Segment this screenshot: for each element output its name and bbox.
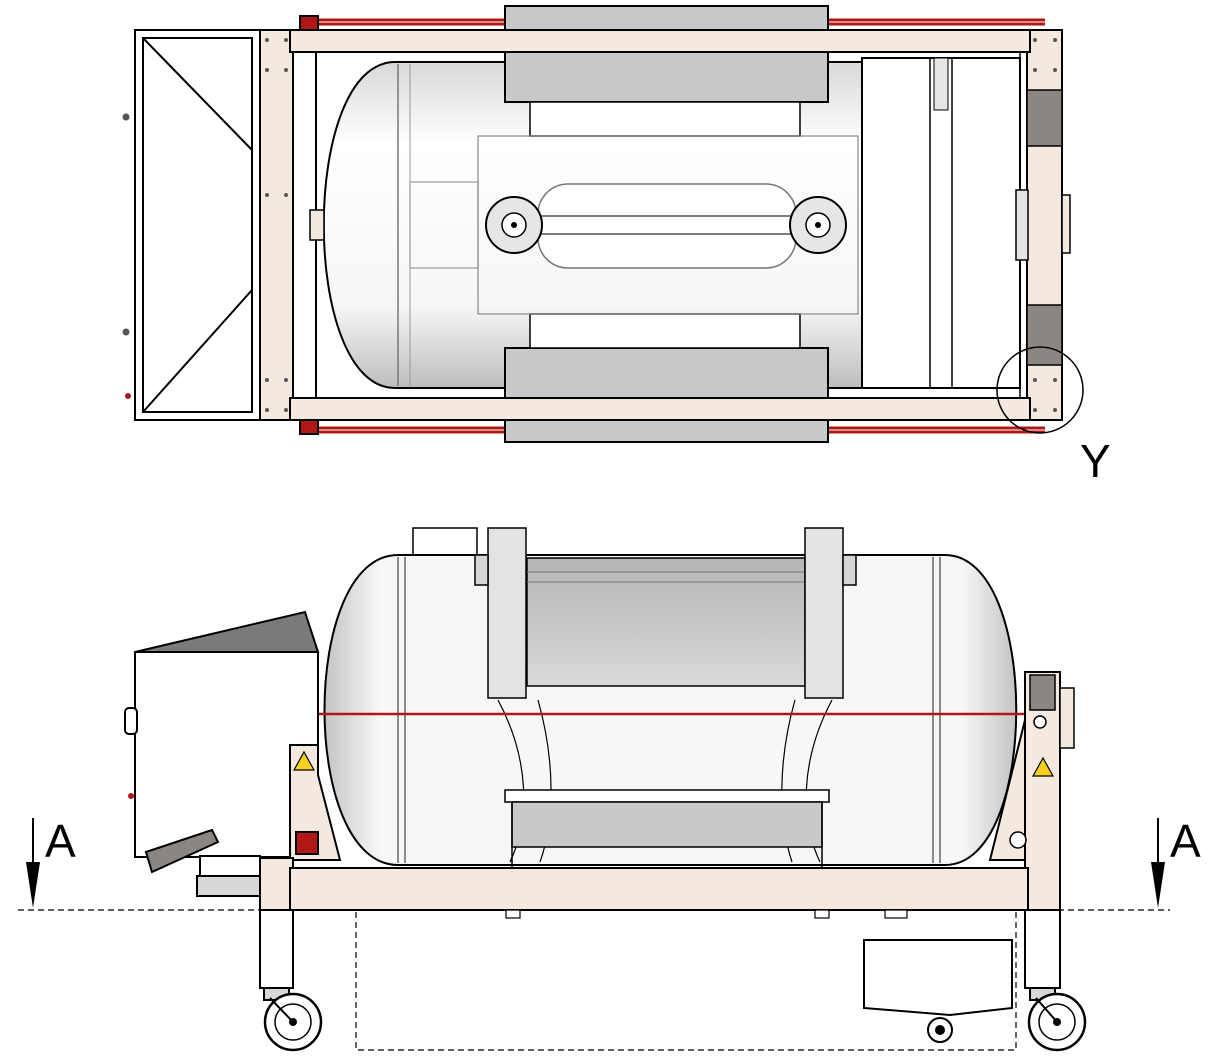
frame-pad: [1026, 89, 1063, 147]
warning-icon: [1031, 756, 1055, 777]
leg-right: [1024, 909, 1061, 1001]
top-strap-lower: [504, 417, 829, 443]
control-box: [124, 610, 320, 858]
section-label-left: A: [45, 815, 76, 867]
top-view: [122, 5, 1084, 443]
frame-bolts: [265, 38, 1057, 412]
knob-icon: [122, 113, 130, 121]
lifting-eye-left: [485, 196, 543, 254]
side-view: [18, 527, 1170, 1052]
pump-unit: [863, 939, 1013, 1043]
bracket: [1061, 194, 1071, 254]
wheel-right: [1027, 992, 1087, 1052]
knob-icon: [122, 328, 130, 336]
strap-lower: [504, 347, 829, 399]
end-cap-top: [861, 57, 1021, 389]
indicator-icon: [125, 393, 131, 399]
strap-upper: [504, 51, 829, 103]
section-arrow-right: [1151, 818, 1165, 908]
section-arrow-left: [26, 818, 40, 908]
hopper-top: [134, 29, 261, 421]
frame-pad: [1026, 304, 1063, 366]
detail-circle: [996, 346, 1084, 434]
warning-icon: [292, 750, 316, 771]
frame-side: [259, 671, 1061, 914]
detail-marker-label: Y: [1080, 435, 1111, 487]
top-strap-upper: [504, 5, 829, 33]
lifting-eye-right: [789, 196, 847, 254]
wheel-left: [263, 992, 323, 1052]
side-straps: [474, 527, 857, 699]
leg-left: [259, 909, 294, 1001]
section-label-right: A: [1170, 815, 1201, 867]
